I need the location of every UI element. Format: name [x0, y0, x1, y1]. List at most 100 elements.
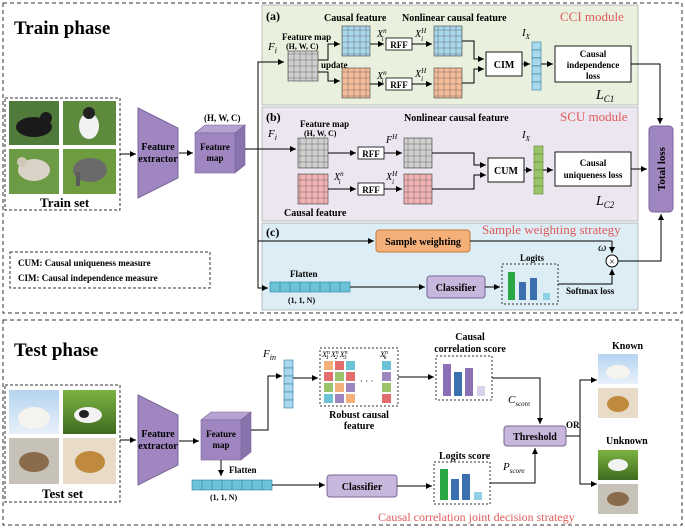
train-fm-cube-side [234, 124, 246, 174]
legend-box [9, 251, 211, 289]
arrow-fm-to-sws [257, 149, 268, 291]
scu-fm-shape: (H, W, C) [304, 129, 337, 138]
cci-fm-shape: (H, W, C) [286, 42, 319, 51]
arrow-test-fm-to-fin [251, 373, 282, 431]
total-loss-label: Total loss [656, 146, 668, 191]
sws-panel-label: (c) [266, 225, 279, 239]
robust-label-line2: feature [344, 421, 375, 432]
ccs-label-line1: Causal [455, 332, 485, 343]
arrow-cci-to-causal-top [318, 41, 340, 61]
unknown-label: Unknown [606, 436, 648, 447]
test-classifier-label: Classifier [342, 482, 383, 493]
sws-flatten-vector [269, 281, 351, 293]
scu-loss-box [554, 151, 632, 187]
cci-panel-label: (a) [266, 9, 280, 23]
cci-causal-grid-blue-lines [341, 25, 371, 57]
cci-rff-bot-label: RFF [390, 80, 408, 90]
cci-fm-label: Feature map [282, 32, 331, 42]
test-feature-extractor [137, 394, 179, 486]
cscore-label: Cscore [508, 394, 530, 408]
test-fm-line2: map [212, 440, 229, 450]
test-fm-cube-front [200, 419, 242, 461]
arrow-threshold-to-unknown [579, 436, 597, 487]
test-fin-vector [283, 359, 294, 409]
test-extractor-line2: extractor [138, 441, 178, 452]
test-image-sheep [9, 438, 59, 484]
test-image-polar-bear [9, 390, 59, 434]
sws-classifier-label: Classifier [436, 283, 477, 294]
test-set-label: Test set [42, 486, 84, 501]
scu-loss-line2: uniqueness loss [564, 170, 623, 180]
scu-nonlinear-grid-red-lines [403, 173, 433, 205]
arrow-scu-to-cum-top [432, 152, 486, 168]
test-fm-cube-side [240, 411, 252, 461]
arrow-cci-to-cim-bot [462, 66, 484, 84]
test-phase-title: Test phase [14, 340, 98, 361]
cci-update-label: update [321, 60, 348, 70]
train-extractor-line1: Feature [141, 142, 175, 153]
test-flatten-label: Flatten [229, 465, 257, 475]
cci-loss-line3: loss [586, 71, 601, 81]
arrow-scu-to-cum-bot [432, 172, 486, 190]
train-fm-line2: map [206, 153, 223, 163]
unknown-image-sheep [598, 484, 638, 514]
arrow-logits-to-threshold [490, 448, 538, 484]
cci-loss-box [554, 45, 632, 83]
unknown-image-cow [598, 450, 638, 480]
scu-lc2: LC2 [595, 194, 615, 210]
train-image-goat [9, 149, 59, 194]
scu-rff-top-label: RFF [362, 149, 380, 159]
scu-nonlinear-label: Nonlinear causal feature [404, 113, 509, 124]
cci-causal-feature-label: Causal feature [324, 13, 387, 24]
cci-loss-line2: independence [567, 60, 620, 70]
arrow-cci-update [318, 71, 340, 84]
arrow-ccs-to-threshold [492, 377, 543, 424]
test-image-cow [63, 390, 116, 434]
sws-shape-label: (1, 1, N) [288, 296, 315, 305]
test-fin: Fin [262, 348, 276, 362]
scu-ivar: IX [521, 129, 531, 143]
scu-panel-label: (b) [266, 110, 281, 124]
sws-title: Sample weighting strategy [482, 222, 621, 237]
arrow-multiply-to-total [618, 214, 664, 262]
scu-cum-box [487, 157, 525, 183]
test-shape-label: (1, 1, N) [210, 493, 237, 502]
robust-feature-cells [324, 361, 391, 403]
threshold-label: Threshold [513, 432, 557, 443]
arrow-threshold-to-known [566, 377, 597, 437]
cci-fi: Fi [267, 41, 277, 55]
cci-i-vector [531, 41, 542, 91]
sws-logits-bars [508, 272, 550, 300]
train-image-cat [63, 101, 116, 145]
multiply-node-glyph: × [609, 257, 615, 268]
known-image-dog [598, 388, 638, 418]
cci-loss-line1: Causal [580, 49, 607, 59]
softmax-loss-label: Softmax loss [566, 286, 615, 296]
known-label: Known [612, 341, 644, 352]
train-fm-shape: (H, W, C) [204, 113, 241, 123]
test-image-dog [63, 438, 116, 484]
logits-score-label: Logits score [439, 451, 491, 462]
arrow-cci-to-cim-top [462, 40, 484, 62]
pscore-label: Pscore [502, 461, 525, 475]
scu-causal-feature-label: Causal feature [284, 208, 347, 219]
scu-causal-grid-red-lines [297, 173, 329, 205]
cci-rff-top-label: RFF [390, 40, 408, 50]
train-fm-line1: Feature [200, 142, 230, 152]
scu-nonlinear-grid-gray-lines [403, 137, 433, 169]
scu-fh: FH [385, 133, 398, 146]
scu-rff-bot-label: RFF [362, 185, 380, 195]
cci-cim-box [485, 51, 523, 77]
scu-fi: Fi [267, 128, 277, 142]
robust-dots: · · · [360, 376, 374, 386]
train-fm-cube-front [194, 132, 236, 174]
test-phase-frame [2, 319, 683, 526]
train-extractor-line2: extractor [138, 154, 178, 165]
scu-loss-line1: Causal [580, 158, 607, 168]
